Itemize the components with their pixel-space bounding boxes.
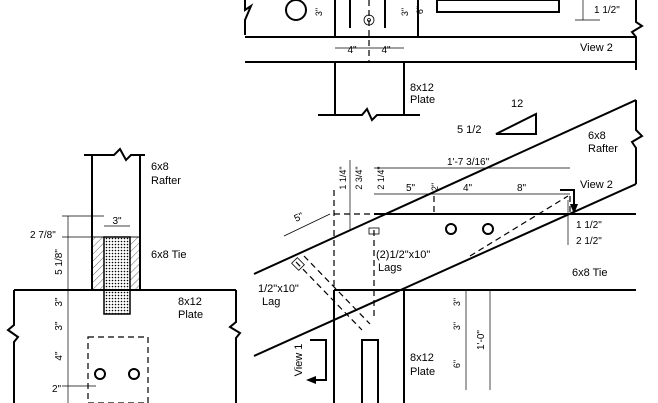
view1-marker: View 1 xyxy=(293,344,305,377)
left-bolt-hole-a xyxy=(94,368,106,380)
right-rafter-label-1: 6x8 xyxy=(588,130,606,142)
rafter-right-break xyxy=(630,100,644,184)
left-tie-core xyxy=(103,236,131,315)
left-dim-5-1-8: 5 1/8" xyxy=(54,249,65,275)
top-dim-4a: 4" xyxy=(347,45,357,56)
view2-marker: View 2 xyxy=(580,179,613,191)
right-rafter-label-2: Rafter xyxy=(588,143,618,155)
diag-lag-b xyxy=(303,255,371,325)
top-bolt-hole xyxy=(285,0,307,21)
tie-dashed-diag xyxy=(469,195,569,257)
left-dim-2-7-8: 2 7/8" xyxy=(30,230,56,241)
left-rafter-label-1: 6x8 xyxy=(151,161,169,173)
dim-2-1-2: 2 1/2" xyxy=(576,236,602,247)
top-detail: 4" 4" 3" 3" 6" 1 1/2" View 2 8x12 Plate xyxy=(244,0,644,122)
top-plate-label-2: Plate xyxy=(410,94,435,106)
left-dim-3-a: 3" xyxy=(54,297,65,307)
dim-plate-3b: 3" xyxy=(452,322,462,330)
left-plate-label-2: Plate xyxy=(178,309,203,321)
dim-2-3-4: 2 3/4" xyxy=(354,166,364,189)
top-dim-3b: 3" xyxy=(400,8,410,16)
dim-8: 8" xyxy=(517,183,527,194)
left-tie-hatch-right xyxy=(129,236,141,291)
top-left-frame xyxy=(244,0,254,35)
lag-label-1: 1/2"x10" xyxy=(258,283,299,295)
rafter-top-edge xyxy=(253,99,637,275)
view2-arrow-head xyxy=(570,204,578,214)
dim-plate-1-0: 1'-0" xyxy=(476,330,487,350)
lag-label-2: Lag xyxy=(262,296,280,308)
dim-plate-6: 6" xyxy=(452,360,462,368)
right-detail: 12 5 1/2 6x8 Rafter 6x8 Tie 8x12 Plate xyxy=(253,98,644,403)
right-plate-label-2: Plate xyxy=(410,366,435,378)
top-right-frame xyxy=(630,0,644,70)
slope-run: 12 xyxy=(511,98,523,110)
dim-1-1-2: 1 1/2" xyxy=(576,220,602,231)
dim-5: 5" xyxy=(406,183,416,194)
slope-triangle xyxy=(495,112,537,135)
top-dim-6: 6" xyxy=(415,6,425,14)
dim-4: 4" xyxy=(463,183,473,194)
top-plate-break xyxy=(318,107,420,122)
view1-arrow-head xyxy=(306,376,316,384)
left-plate-right-break xyxy=(228,290,242,403)
left-tie-hatch-left xyxy=(91,236,105,291)
left-detail: 3" 2 7/8" 5 1/8" 3" 3" 4" 2" 6x8 Rafter … xyxy=(6,147,242,403)
left-dim-2: 2" xyxy=(52,384,62,395)
left-dim-3-b: 3" xyxy=(54,321,65,331)
left-dim-4: 4" xyxy=(54,351,65,361)
right-tie-label: 6x8 Tie xyxy=(572,267,607,279)
tie-bolt-hole-b xyxy=(482,223,494,235)
dim-5-slope: 5" xyxy=(293,211,306,225)
dim-2-1-4: 2 1/4" xyxy=(376,166,386,189)
dim-plate-3a: 3" xyxy=(452,298,462,306)
rafter-bottom-edge xyxy=(253,183,637,357)
bolts-label-1: (2)1/2"x10" xyxy=(376,249,430,261)
left-plate-label-1: 8x12 xyxy=(178,296,202,308)
dim-2: 2" xyxy=(430,183,440,191)
slope-rise: 5 1/2 xyxy=(457,124,481,136)
right-plate-inner xyxy=(361,339,379,403)
left-tie-label: 6x8 Tie xyxy=(151,249,186,261)
left-rafter-top-break xyxy=(84,147,145,162)
top-hatched-bar xyxy=(436,0,560,13)
top-dim-1-1-2: 1 1/2" xyxy=(594,5,620,16)
dim-1-7-3-16: 1'-7 3/16" xyxy=(447,157,490,168)
left-rafter-label-2: Rafter xyxy=(151,175,181,187)
top-plate-label-1: 8x12 xyxy=(410,82,434,94)
dim-slope-line xyxy=(283,213,331,237)
dim-1-1-4: 1 1/4" xyxy=(338,166,348,189)
right-plate-label-1: 8x12 xyxy=(410,352,434,364)
lag-head xyxy=(368,227,380,235)
top-dim-3a: 3" xyxy=(314,8,324,16)
tie-dashed-outline xyxy=(333,190,571,290)
left-dim-3: 3" xyxy=(112,216,122,227)
left-bolt-hole-b xyxy=(128,368,140,380)
tie-bolt-hole-a xyxy=(445,223,457,235)
view1-marker-arrow xyxy=(310,339,327,381)
view2-marker-arrow xyxy=(560,189,575,210)
diag-lag-head xyxy=(291,257,305,271)
diag-lag-a xyxy=(295,261,363,331)
left-plate-left-break xyxy=(6,290,20,403)
left-dashed-block xyxy=(87,336,149,403)
top-dim-4b: 4" xyxy=(381,45,391,56)
bolts-label-2: Lags xyxy=(378,262,402,274)
view2-label: View 2 xyxy=(580,42,613,54)
